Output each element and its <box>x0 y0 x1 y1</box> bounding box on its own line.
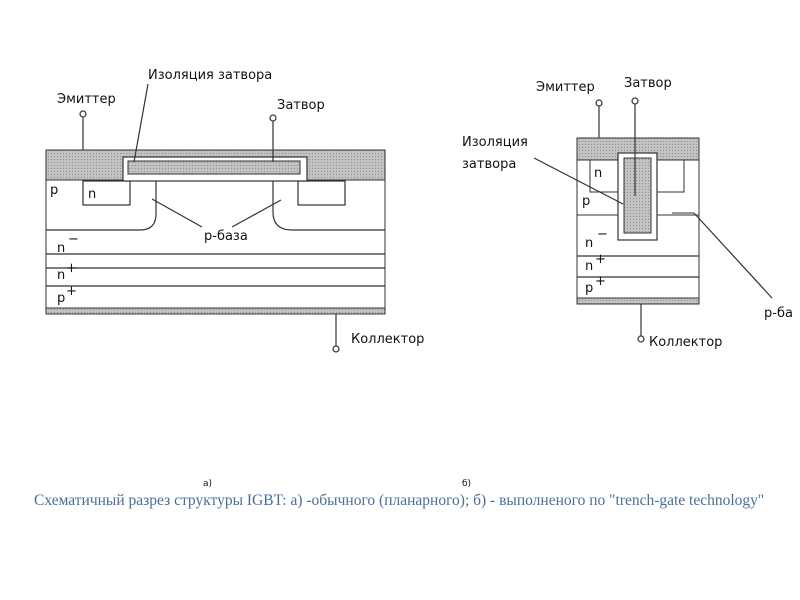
figure-caption: Схематичный разрез структуры IGBT: а) -о… <box>34 492 765 509</box>
emitter-terminal-a <box>79 110 87 118</box>
n-region-right-b <box>657 160 685 193</box>
gate-isolation-label-b-line1: Изоляция <box>462 135 528 150</box>
gate-electrode-b <box>623 157 652 234</box>
n-minus-sup-b: − <box>597 227 608 242</box>
gate-isolation-label-b-line2: затвора <box>462 157 516 172</box>
collector-label-a: Коллектор <box>351 332 424 347</box>
sublabel-b: б) <box>462 479 471 489</box>
n-region-left-b <box>589 160 618 193</box>
n-region-left-a <box>82 180 131 206</box>
gate-terminal-b <box>631 97 639 105</box>
collector-metal-layer-a <box>45 307 386 315</box>
collector-terminal-a <box>332 345 340 353</box>
n-region-right-a <box>297 180 346 206</box>
gate-terminal-a <box>269 114 277 122</box>
p-plus-label-a: p <box>57 291 65 306</box>
n-minus-sup-a: − <box>68 232 79 247</box>
gate-label-a: Затвор <box>277 98 325 113</box>
n-plus-label-b: n <box>585 259 593 274</box>
p-plus-label-b: p <box>585 281 593 296</box>
p-base-label-b: p-ба <box>764 306 793 321</box>
n-minus-label-a: n <box>57 241 65 256</box>
n-label-b: n <box>594 166 602 181</box>
p-label-a: p <box>50 183 58 198</box>
p-plus-sup-a: + <box>66 284 77 299</box>
p-base-well-right <box>272 180 385 231</box>
n-plus-label-a: n <box>57 268 65 283</box>
n-plus-sup-b: + <box>595 252 606 267</box>
planar-igbt-structure: Эмиттер Изоляция затвора Затвор p n p-ба… <box>45 68 424 353</box>
gate-isolation-label-a: Изоляция затвора <box>148 68 272 83</box>
p-plus-sup-b: + <box>595 274 606 289</box>
trench-igbt-structure: Эмиттер Затвор Изоляция затвора n p n − … <box>462 76 793 350</box>
p-base-well-left <box>46 180 157 231</box>
emitter-label-a: Эмиттер <box>57 92 116 107</box>
sublabel-a: а) <box>203 479 212 489</box>
n-label-a: n <box>88 187 96 202</box>
p-base-label-a: p-база <box>204 229 248 244</box>
collector-terminal-b <box>637 335 645 343</box>
emitter-terminal-b <box>595 99 603 107</box>
n-minus-label-b: n <box>585 236 593 251</box>
collector-label-b: Коллектор <box>649 335 722 350</box>
p-label-b: p <box>582 194 590 209</box>
n-plus-sup-a: + <box>66 261 77 276</box>
gate-label-b: Затвор <box>624 76 672 91</box>
gate-electrode-a <box>127 160 301 175</box>
emitter-label-b: Эмиттер <box>536 80 595 95</box>
collector-metal-layer-b <box>576 297 700 305</box>
